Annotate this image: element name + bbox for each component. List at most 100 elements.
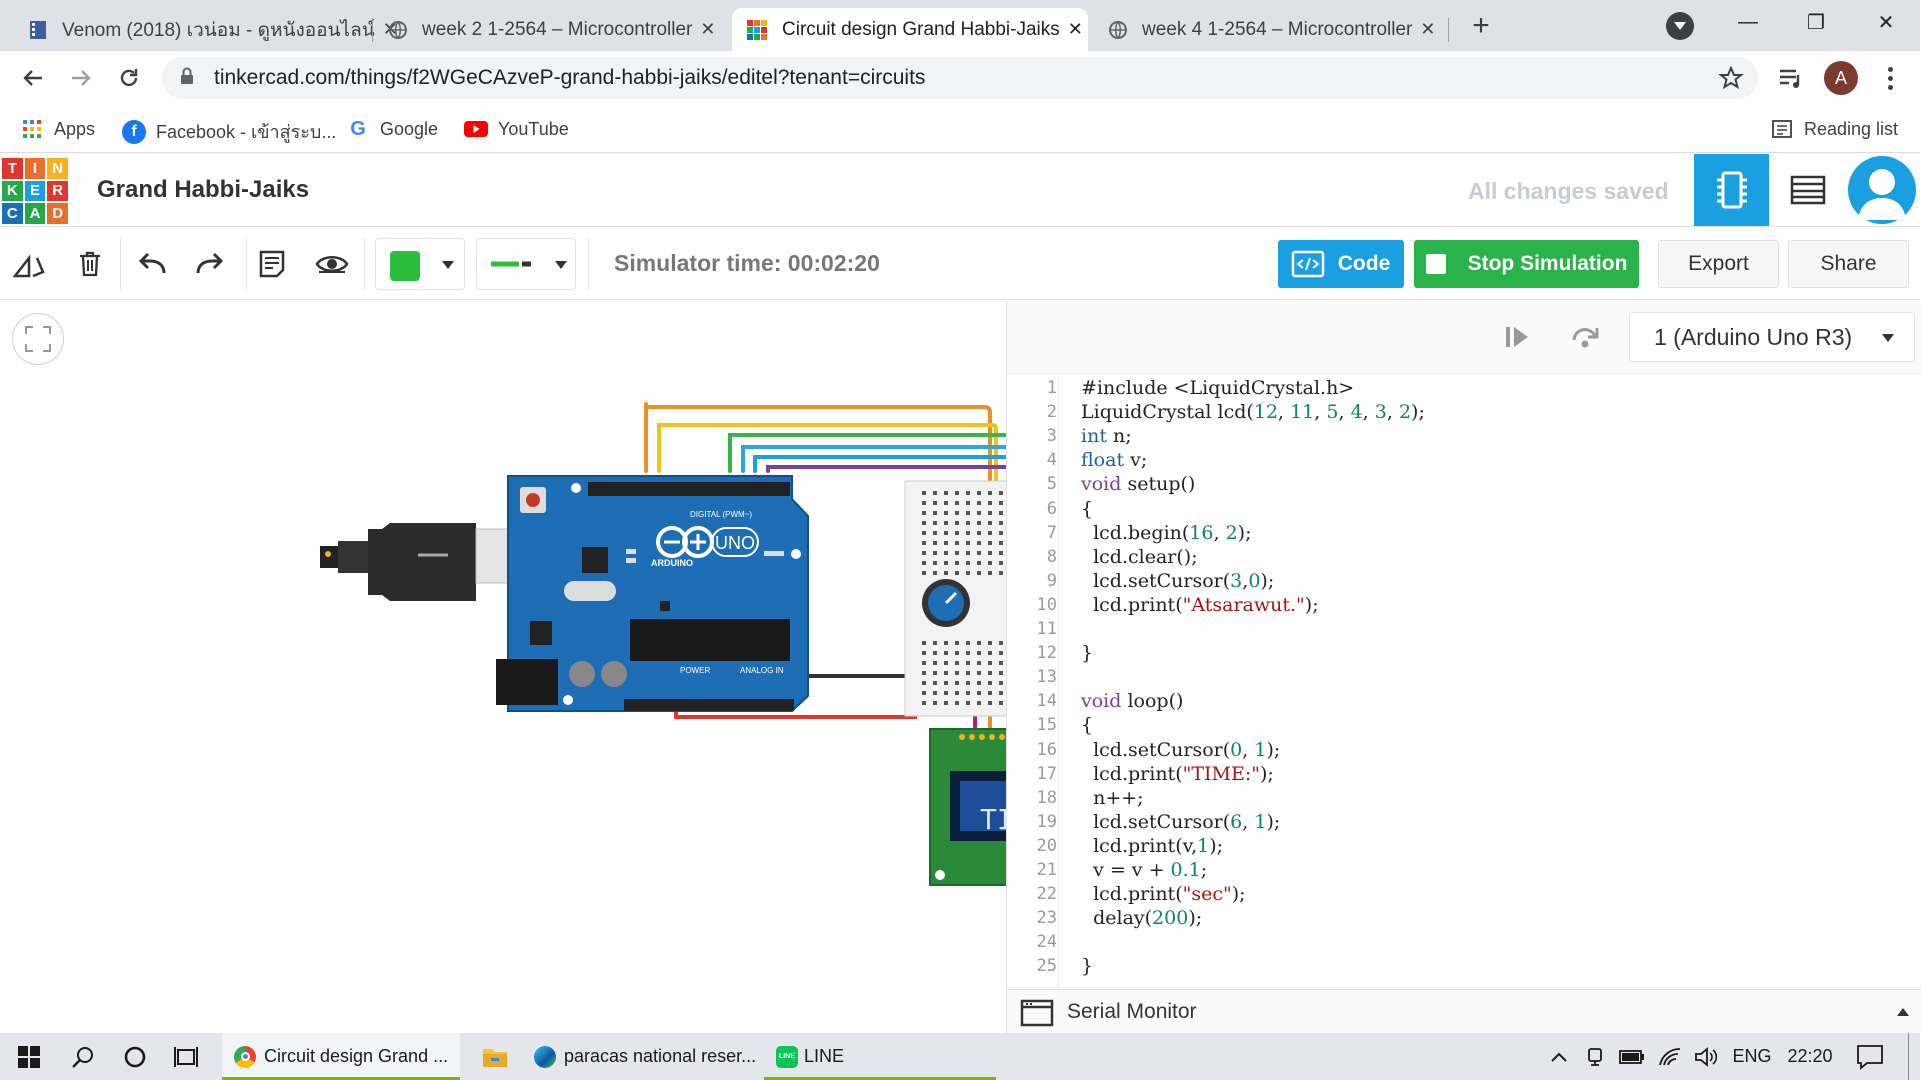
battery-button[interactable] <box>1616 1033 1648 1080</box>
edge-icon <box>534 1045 556 1068</box>
line-number: 13 <box>1036 667 1057 688</box>
restore-button[interactable]: ❐ <box>1807 11 1825 34</box>
notes-button[interactable] <box>250 244 294 284</box>
taskbar-item-file-explorer[interactable] <box>472 1033 518 1080</box>
breadboard-hole <box>988 661 992 665</box>
component-list-button[interactable] <box>1770 154 1846 226</box>
logo-letter: I <box>24 158 46 179</box>
breadboard-hole <box>922 511 926 515</box>
circuit-workspace[interactable]: UNO ARDUINO DIGITAL (PWM~) POWER ANALOG … <box>0 301 1016 1033</box>
bookmark-star-button[interactable] <box>1716 61 1746 95</box>
tab-search-button[interactable] <box>1666 12 1694 40</box>
chevron-up-icon[interactable] <box>1897 1008 1909 1016</box>
taskbar-item-chrome[interactable]: Circuit design Grand ... <box>222 1033 460 1080</box>
breadboard-hole <box>933 491 937 495</box>
wire-type-picker[interactable] <box>476 238 576 290</box>
task-view-button[interactable] <box>164 1033 210 1080</box>
tab-title: Venom (2018) เวน่อม - ดูหนังออนไลน์ <box>62 19 375 41</box>
device-select[interactable]: 1 (Arduino Uno R3) <box>1629 312 1915 362</box>
code-line: v = v + 0.1; <box>1081 859 1208 881</box>
breadboard-hole <box>922 531 926 535</box>
tinkercad-logo[interactable]: T I N K E R C A D <box>2 158 68 224</box>
taskbar-item-edge[interactable]: paracas national reser... <box>522 1033 760 1080</box>
breadboard-hole <box>955 551 959 555</box>
back-button[interactable] <box>14 59 52 97</box>
clock[interactable]: 22:20 <box>1787 1046 1833 1066</box>
breadboard-hole <box>988 701 992 705</box>
volume-button[interactable] <box>1690 1033 1722 1080</box>
notes-visibility-button[interactable] <box>310 244 354 284</box>
url-text: tinkercad.com/things/f2WGeCAzveP-grand-h… <box>214 66 926 89</box>
browser-menu-button[interactable] <box>1878 61 1902 95</box>
bookmark-youtube[interactable]: YouTube <box>464 117 569 141</box>
profile-avatar[interactable]: A <box>1824 61 1858 95</box>
redo-button[interactable] <box>188 244 232 284</box>
breadboard-hole <box>944 501 948 505</box>
taskbar-item-line[interactable]: LINE LINE <box>764 1033 996 1080</box>
export-button[interactable]: Export <box>1658 240 1779 288</box>
serial-monitor-label: Serial Monitor <box>1067 999 1197 1023</box>
step-button[interactable] <box>1501 321 1533 353</box>
show-desktop-button[interactable] <box>1908 1033 1909 1080</box>
notifications-button[interactable] <box>1850 1033 1890 1080</box>
wire-color-picker[interactable] <box>375 238 465 290</box>
device-icon <box>1588 1047 1602 1066</box>
arduino-board: UNO ARDUINO DIGITAL (PWM~) POWER ANALOG … <box>496 475 809 712</box>
bookmark-apps[interactable]: Apps <box>20 117 95 141</box>
code-button[interactable]: Code <box>1278 240 1404 288</box>
reload-button[interactable] <box>110 59 148 97</box>
bookmark-google[interactable]: G Google <box>346 117 438 141</box>
logo-letter: C <box>2 203 23 224</box>
user-avatar[interactable] <box>1848 156 1916 224</box>
close-icon[interactable]: ✕ <box>1067 19 1083 39</box>
minimize-button[interactable]: ― <box>1738 10 1758 33</box>
forward-button[interactable] <box>62 59 100 97</box>
circuit-view-button[interactable] <box>1694 154 1769 226</box>
browser-tab-week4[interactable]: week 4 1-2564 – Microcontroller ✕ <box>1094 8 1446 51</box>
step-over-button[interactable] <box>1569 321 1601 353</box>
delete-button[interactable] <box>68 244 112 284</box>
battery-icon <box>1619 1049 1644 1064</box>
rotate-button[interactable] <box>8 244 52 284</box>
undo-button[interactable] <box>130 244 174 284</box>
wifi-button[interactable] <box>1654 1033 1686 1080</box>
code-line: } <box>1081 642 1094 665</box>
show-hidden-icons-button[interactable] <box>1544 1033 1574 1080</box>
logo-letter: K <box>2 180 23 202</box>
breadboard-hole <box>988 641 992 645</box>
language-indicator[interactable]: ENG <box>1732 1046 1772 1066</box>
serial-monitor-bar[interactable]: Serial Monitor <box>1007 989 1921 1033</box>
zoom-to-fit-button[interactable] <box>12 313 64 365</box>
media-control-button[interactable] <box>1774 61 1808 95</box>
browser-tab-tinkercad[interactable]: Circuit design Grand Habbi-Jaiks ✕ <box>732 8 1088 51</box>
window-close-button[interactable]: ✕ <box>1877 11 1895 34</box>
cortana-button[interactable] <box>112 1033 158 1080</box>
new-tab-button[interactable]: + <box>1472 9 1490 42</box>
file-explorer-icon <box>483 1048 507 1067</box>
share-button[interactable]: Share <box>1788 240 1909 288</box>
chevron-down-icon <box>555 261 567 269</box>
start-button[interactable] <box>6 1033 52 1080</box>
close-icon[interactable]: ✕ <box>1420 19 1436 39</box>
breadboard-hole <box>944 561 948 565</box>
browser-tab-week2[interactable]: week 2 1-2564 – Microcontroller ✕ <box>374 8 724 51</box>
breadboard-hole <box>977 651 981 655</box>
bookmark-facebook[interactable]: f Facebook - เข้าสู่ระบ... <box>122 117 336 146</box>
reading-list-button[interactable]: Reading list <box>1770 117 1898 141</box>
design-title[interactable]: Grand Habbi-Jaiks <box>97 176 310 203</box>
logo-letter: D <box>47 203 68 224</box>
device-tray-button[interactable] <box>1580 1033 1610 1080</box>
wifi-icon <box>1659 1047 1681 1065</box>
save-status: All changes saved <box>1468 178 1669 204</box>
address-bar[interactable]: tinkercad.com/things/f2WGeCAzveP-grand-h… <box>162 57 1758 99</box>
fit-view-icon <box>25 326 51 352</box>
close-icon[interactable]: ✕ <box>700 19 716 39</box>
breadboard-hole <box>933 561 937 565</box>
line-number: 18 <box>1036 787 1057 808</box>
arduino-label: ARDUINO <box>651 558 693 568</box>
search-button[interactable] <box>60 1033 106 1080</box>
browser-tab-venom[interactable]: Venom (2018) เวน่อม - ดูหนังออนไลน์ ✕ <box>14 8 398 51</box>
active-indicator <box>222 1077 460 1080</box>
stop-simulation-button[interactable]: Stop Simulation <box>1414 240 1639 288</box>
